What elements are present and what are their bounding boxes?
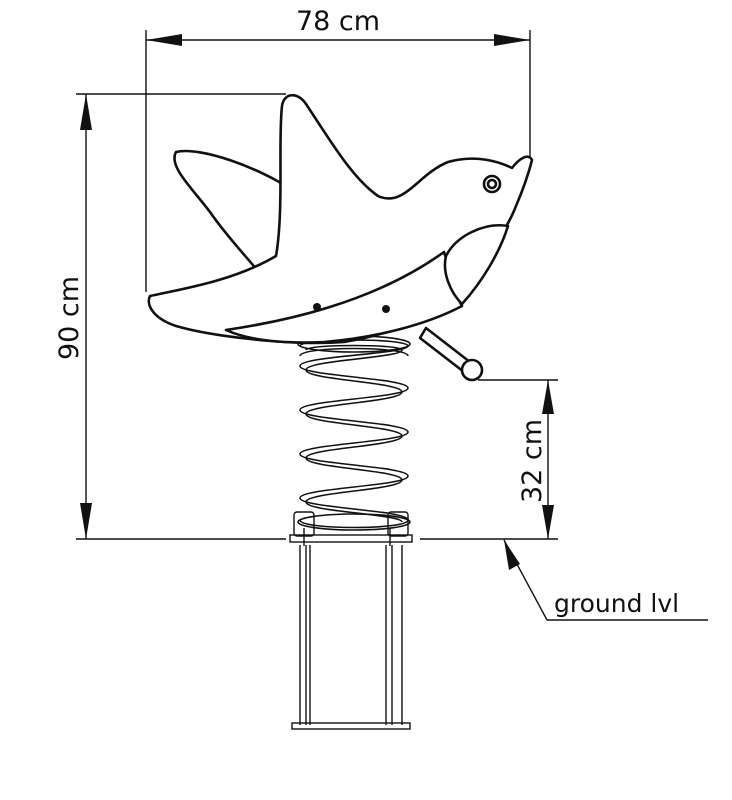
bird-lower-wing: [224, 250, 464, 344]
width-dimension: 78 cm: [145, 6, 531, 292]
height-label: 90 cm: [54, 276, 85, 360]
spring-coil-back: [299, 347, 409, 529]
handle-knob: [460, 358, 484, 382]
spring-bottom-ring: [297, 513, 411, 531]
ground-leader-arrow: [504, 540, 520, 570]
spring-coil-outer: [299, 339, 409, 521]
base-plate: [289, 511, 413, 546]
handle: [418, 326, 484, 382]
height-arrow-top: [80, 94, 92, 130]
handle-height-dimension: 32 cm: [478, 379, 558, 539]
bird-breast-patch: [443, 224, 510, 306]
width-arrow-right: [494, 34, 530, 46]
post-foot: [291, 722, 411, 730]
rivet: [382, 305, 390, 313]
handle-height-label: 32 cm: [517, 419, 548, 503]
bird-seat: [147, 93, 534, 345]
ground-level-callout: ground lvl: [503, 539, 708, 621]
spring-coil-inner: [305, 344, 403, 523]
ground-post: [291, 545, 411, 730]
ground-level-label: ground lvl: [554, 589, 679, 618]
handle-arrow-top: [542, 380, 554, 414]
height-arrow-bottom: [80, 503, 92, 539]
spring: [297, 335, 411, 531]
handle-arrow-bottom: [542, 505, 554, 539]
rivet: [313, 303, 321, 311]
height-dimension: 90 cm: [54, 93, 286, 539]
base-plate-rect: [289, 534, 413, 543]
bird-eye-inner: [486, 178, 498, 190]
width-label: 78 cm: [296, 6, 380, 37]
width-arrow-left: [146, 34, 182, 46]
